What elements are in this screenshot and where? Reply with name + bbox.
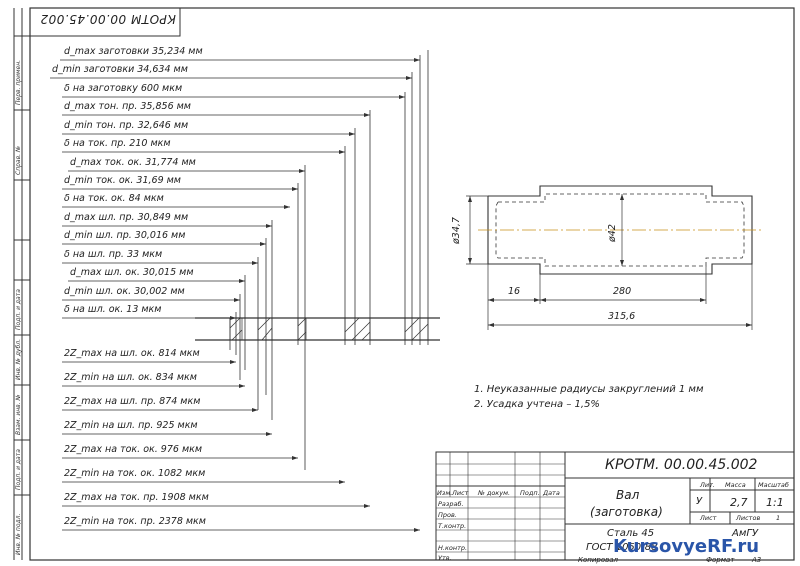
left-strip-vzam-inv: Взам. инв. №: [15, 394, 22, 435]
title-block-material-1: Сталь 45: [607, 528, 655, 539]
allowance-label: 2Z_max на шл. пр. 874 мкм: [64, 396, 201, 407]
dim-label: d_max заготовки 35,234 мм: [64, 46, 203, 57]
dim-label: d_max шл. ок. 30,015 мм: [70, 267, 194, 278]
title-block-sheets-value: 1: [776, 514, 781, 522]
title-block-mass-header: Масса: [725, 481, 746, 489]
dim-label: δ на ток. ок. 84 мкм: [64, 193, 164, 204]
title-block-material-2: ГОСТ 1050-88: [586, 542, 658, 553]
title-block-format-value: А3: [752, 556, 762, 564]
title-block-mass-value: 2,7: [730, 496, 748, 509]
title-block-podp: Подп.: [520, 489, 540, 497]
doc-code-stamp: КРОТМ 00.00.45.002: [40, 12, 176, 26]
title-block-razrab: Разраб.: [438, 500, 464, 508]
title-block-utv: Утв.: [438, 554, 452, 562]
watermark: KursovyeRF.ru: [613, 536, 760, 557]
title-block-name-2: (заготовка): [590, 505, 663, 519]
title-block-nkontr: Н.контр.: [438, 544, 468, 552]
dim-inner-diameter: ø42: [607, 224, 618, 242]
title-block-doc-no: № докум.: [478, 489, 511, 497]
title-block-kopiroval: Копировал: [578, 556, 618, 564]
title-block-scale-header: Масштаб: [758, 481, 789, 489]
title-block-prov: Пров.: [438, 511, 457, 519]
title-block-org: АмГУ: [732, 528, 759, 539]
left-strip-podp-data-1: Подп. и дата: [15, 289, 22, 330]
dim-label: d_min заготовки 34,634 мм: [52, 64, 188, 75]
dim-length-total: 315,6: [608, 311, 636, 322]
left-strip-sprav-no: Справ. №: [15, 145, 22, 175]
allowance-label: 2Z_min на шл. пр. 925 мкм: [64, 420, 198, 431]
left-strip-inv-dubl: Инв. № дубл.: [15, 338, 22, 380]
title-block-code: КРОТМ. 00.00.45.002: [605, 457, 758, 473]
title-block-name-1: Вал: [616, 488, 640, 502]
allowance-label: 2Z_max на ток. пр. 1908 мкм: [64, 492, 209, 503]
dim-label: d_min шл. пр. 30,016 мм: [64, 230, 186, 241]
dim-label: d_max шл. пр. 30,849 мм: [64, 212, 189, 223]
dim-label: δ на ток. пр. 210 мкм: [64, 138, 171, 149]
dim-label: d_min шл. ок. 30,002 мм: [64, 286, 185, 297]
allowance-label: 2Z_min на шл. ок. 834 мкм: [64, 372, 197, 383]
title-block-sheets-label: Листов: [736, 514, 761, 522]
title-block-data: Дата: [543, 489, 560, 497]
note-2: 2. Усадка учтена – 1,5%: [474, 399, 600, 410]
left-strip-inv-podl: Инв. № подл.: [15, 513, 22, 555]
dim-outer-diameter: ø34,7: [451, 217, 462, 244]
title-block-sheet-label: Лист: [700, 514, 717, 522]
dim-label: δ на шл. ок. 13 мкм: [64, 304, 162, 315]
title-block-tkontr: Т.контр.: [438, 522, 467, 530]
dim-label: d_min ток. ок. 31,69 мм: [64, 175, 181, 186]
title-block-lit-value: У: [696, 496, 703, 507]
title-block-format-label: Формат: [706, 556, 735, 564]
dim-label: δ на шл. пр. 33 мкм: [64, 249, 163, 260]
dim-label: d_max тон. пр. 35,856 мм: [64, 101, 191, 112]
title-block-izm: Изм.: [437, 489, 453, 497]
dim-length-280: 280: [613, 286, 632, 297]
dim-label: d_min тон. пр. 32,646 мм: [64, 120, 189, 131]
title-block-scale-value: 1:1: [766, 496, 784, 509]
allowance-label: 2Z_max на шл. ок. 814 мкм: [64, 348, 200, 359]
allowance-label: 2Z_max на ток. ок. 976 мкм: [64, 444, 203, 455]
dim-label: d_max ток. ок. 31,774 мм: [70, 157, 196, 168]
left-strip-podp-data-2: Подп. и дата: [15, 449, 22, 490]
title-block-lit-header: Лит.: [700, 481, 715, 489]
allowance-label: 2Z_min на ток. ок. 1082 мкм: [64, 468, 206, 479]
dim-label: δ на заготовку 600 мкм: [64, 83, 183, 94]
dim-length-16: 16: [508, 286, 521, 297]
title-block-list: Лист: [452, 489, 469, 497]
allowance-label: 2Z_min на ток. пр. 2378 мкм: [64, 516, 206, 527]
note-1: 1. Неуказанные радиусы закруглений 1 мм: [474, 384, 704, 395]
left-strip-perv-primen: Перв. примен.: [15, 59, 22, 105]
